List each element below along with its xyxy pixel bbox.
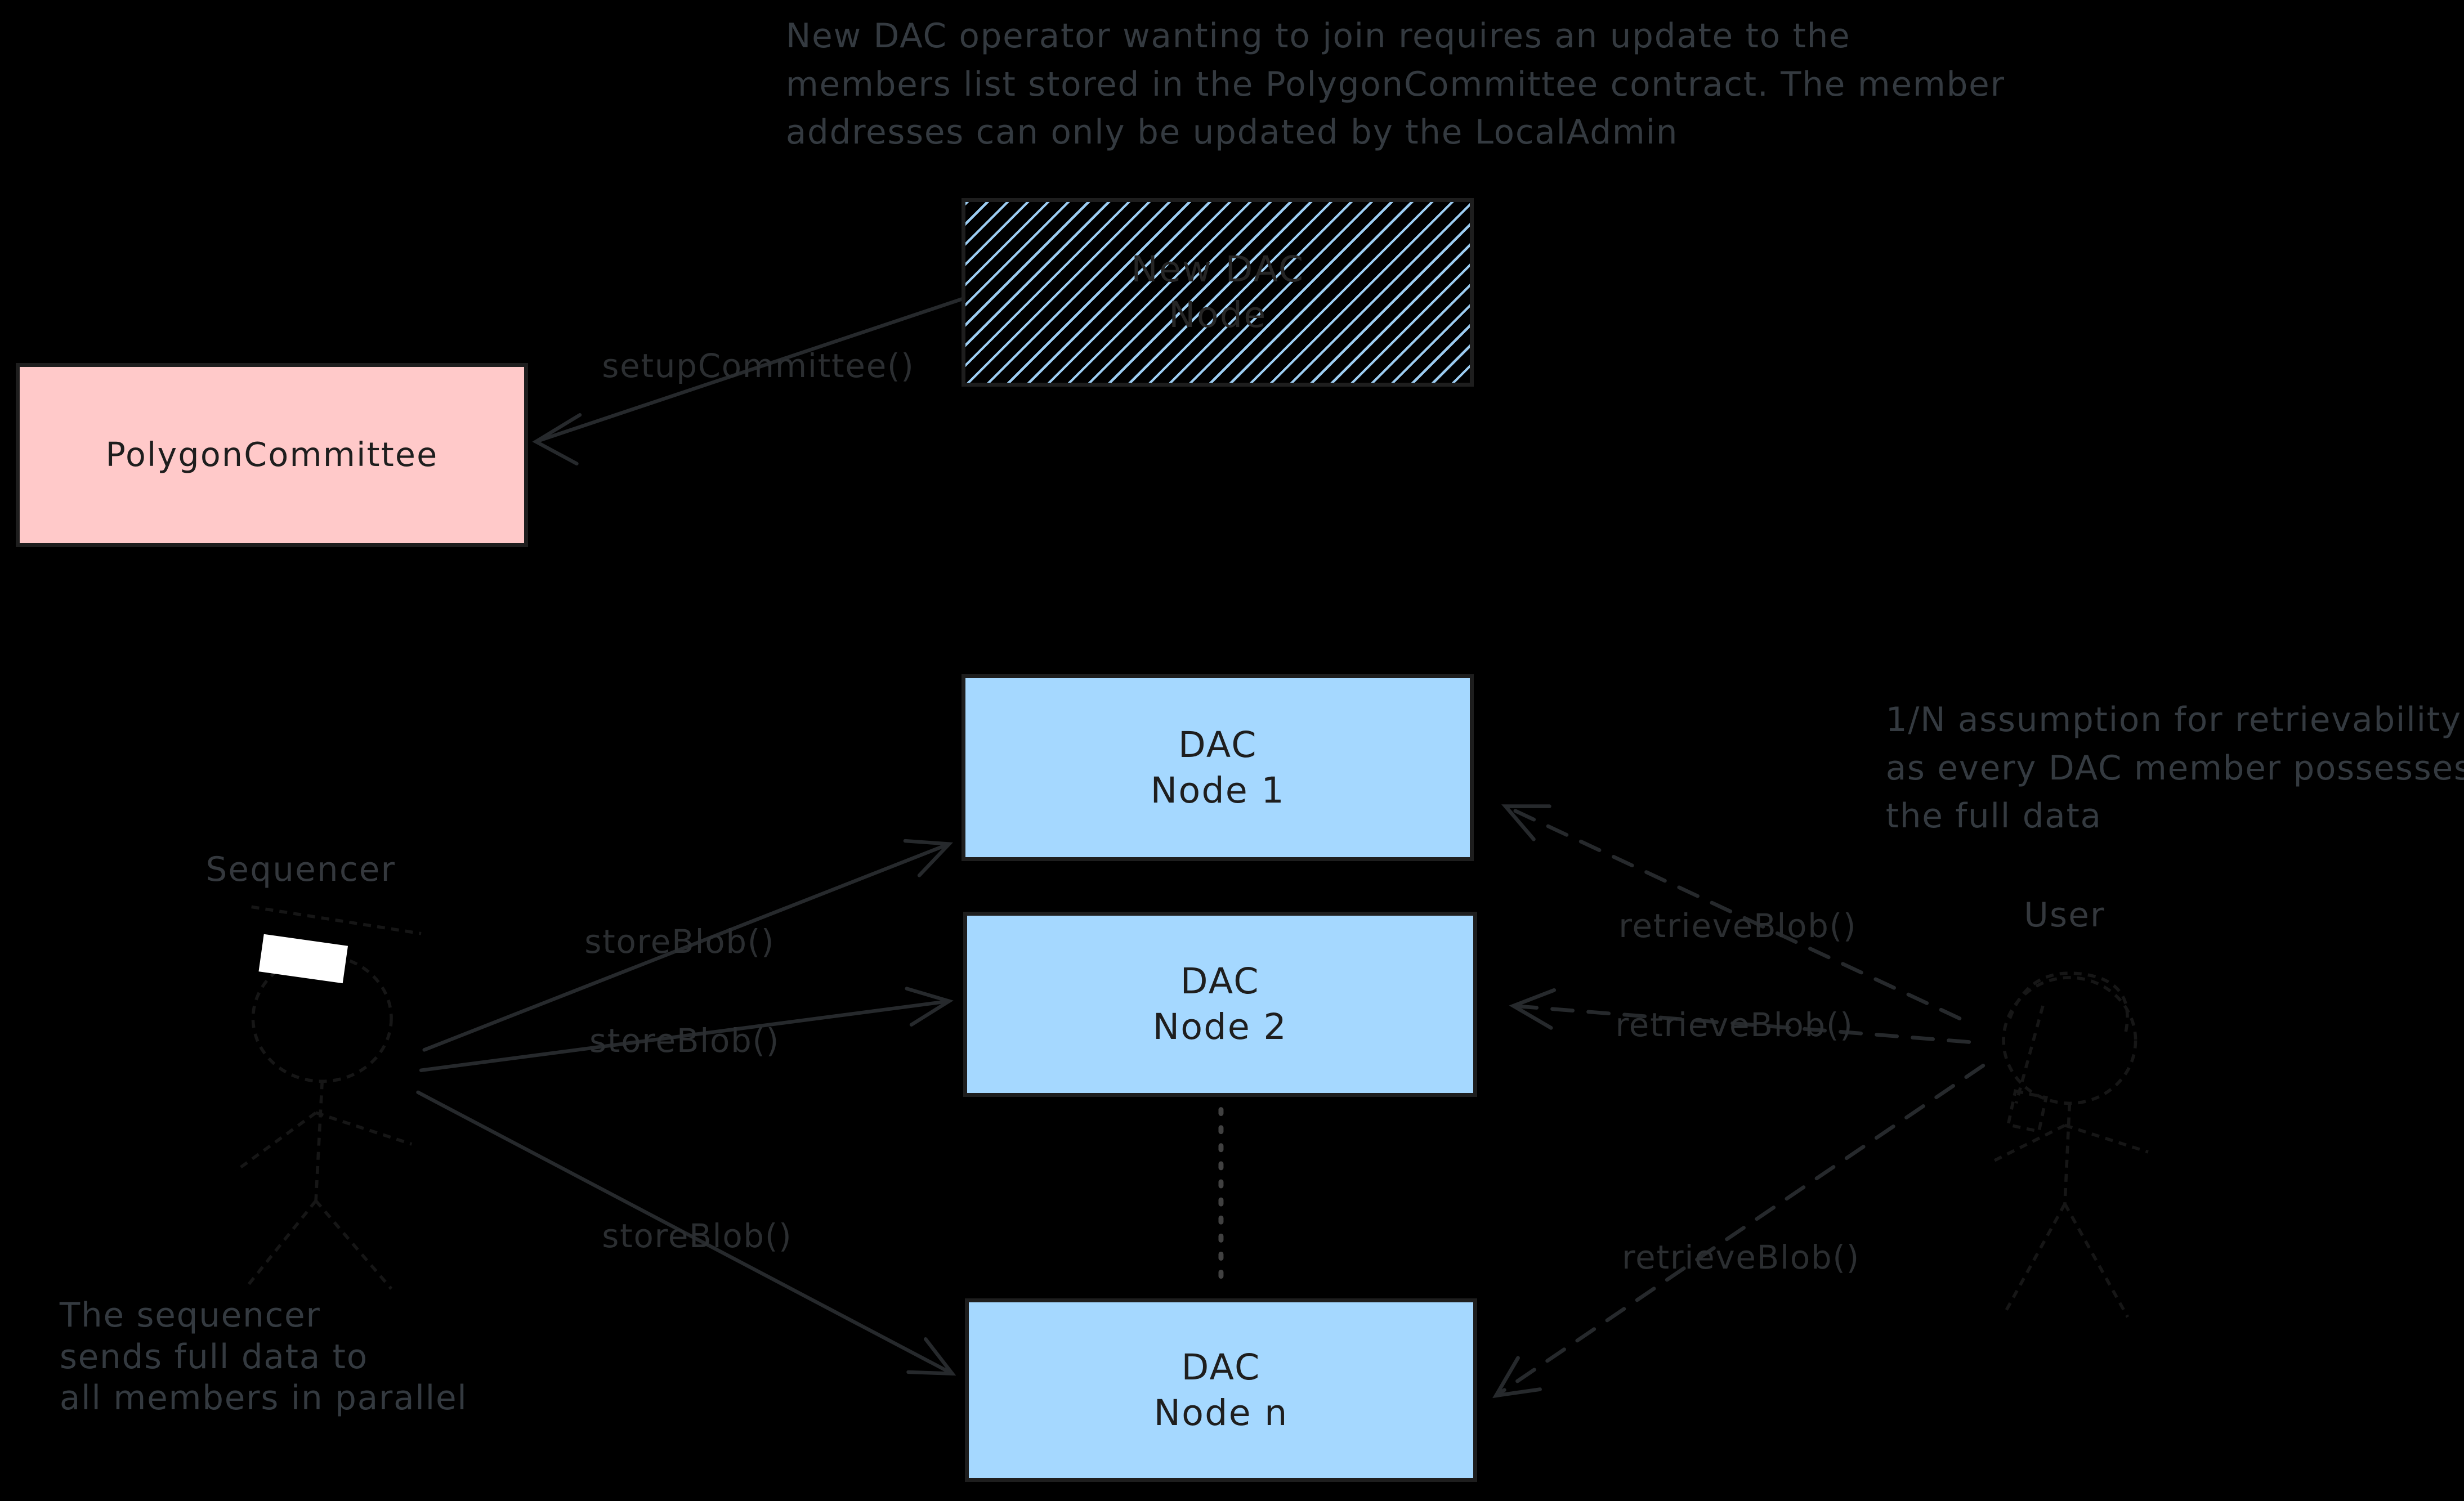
retrieve-blob-edge-label-3: retrieveBlob(): [1621, 1238, 1860, 1277]
new-dac-node-label-line1: New DAC: [1131, 248, 1305, 290]
annotation-sequencer-note: The sequencer sends full data to all mem…: [60, 1295, 468, 1419]
dac-node-1-box: DAC Node 1: [962, 674, 1474, 862]
sequencer-document-icon: [258, 934, 348, 984]
store-blob-arrow-1: [422, 839, 954, 1052]
dac-node-2-label-line1: DAC: [1180, 960, 1260, 1002]
retrieve-blob-edge-label-1: retrieveBlob(): [1618, 907, 1857, 946]
dac-node-2-label-line2: Node 2: [1152, 1006, 1287, 1048]
polygon-committee-label: PolygonCommittee: [105, 435, 439, 474]
annotation-line: the full data: [1885, 797, 2102, 836]
annotation-line: The sequencer: [59, 1296, 321, 1335]
dac-node-n-label-line2: Node n: [1153, 1391, 1289, 1433]
annotation-retrievability: 1/N assumption for retrievability, as ev…: [1886, 696, 2464, 840]
retrieve-blob-edge-label-2: retrieveBlob(): [1615, 1006, 1854, 1045]
annotation-line: sends full data to: [59, 1337, 368, 1377]
dac-node-2-box: DAC Node 2: [963, 911, 1477, 1097]
retrieve-blob-arrow-2: [1509, 988, 1971, 1044]
store-blob-arrow-2: [419, 987, 954, 1072]
polygon-committee-box: PolygonCommittee: [16, 363, 528, 547]
store-blob-edge-label-3: storeBlob(): [602, 1216, 793, 1255]
annotation-line: all members in parallel: [59, 1379, 468, 1418]
user-label: User: [2024, 895, 2105, 935]
dac-node-1-label-line1: DAC: [1178, 724, 1258, 766]
dac-node-n-box: DAC Node n: [965, 1298, 1477, 1482]
retrieve-blob-arrow-1: [1501, 804, 1962, 1020]
store-blob-edge-label-1: storeBlob(): [584, 922, 775, 961]
store-blob-arrow-3: [416, 1090, 956, 1376]
annotation-line: New DAC operator wanting to join require…: [785, 17, 1851, 56]
dac-node-1-label-line2: Node 1: [1150, 769, 1285, 812]
setup-committee-edge-label: setupCommittee(): [602, 347, 915, 386]
store-blob-edge-label-2: storeBlob(): [589, 1021, 780, 1060]
sequencer-label: Sequencer: [205, 850, 396, 889]
setup-committee-arrow: [532, 297, 965, 466]
annotation-new-dac-operator: New DAC operator wanting to join require…: [786, 12, 2005, 156]
dac-node-n-label-line1: DAC: [1181, 1346, 1261, 1388]
annotation-line: 1/N assumption for retrievability,: [1885, 701, 2464, 740]
retrieve-blob-arrow-3: [1492, 1064, 1985, 1399]
new-dac-node-label-line2: Node: [1169, 294, 1267, 336]
annotation-line: addresses can only be updated by the Loc…: [785, 113, 1679, 153]
user-figure: [1988, 971, 2149, 1318]
annotation-line: as every DAC member possesses: [1885, 749, 2464, 788]
sequencer-figure: [235, 905, 422, 1290]
annotation-line: members list stored in the PolygonCommit…: [785, 65, 2005, 104]
new-dac-node-box: New DAC Node: [962, 198, 1474, 387]
